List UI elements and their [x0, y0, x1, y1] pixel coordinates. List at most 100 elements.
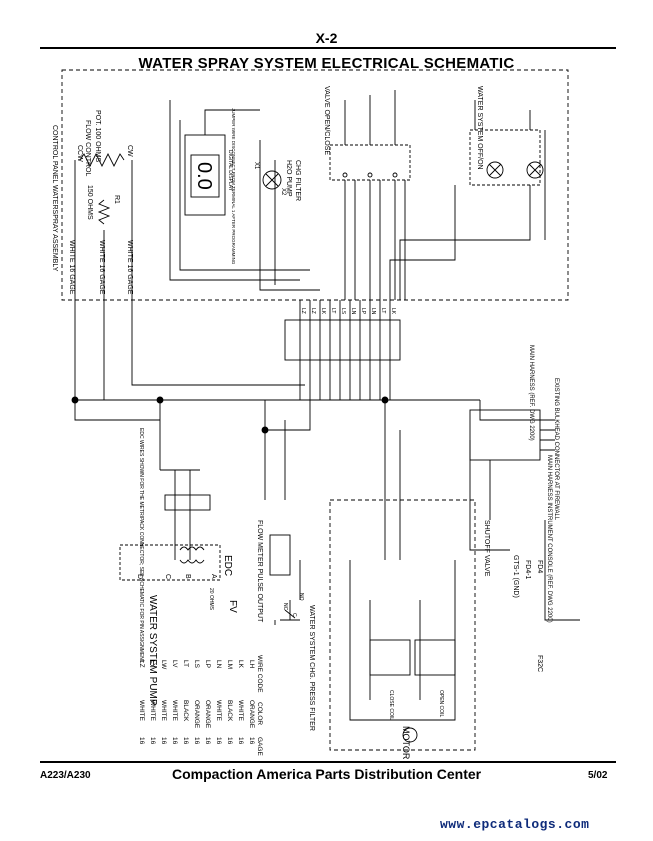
x1-label: X1	[253, 162, 259, 170]
wire-gage: 16	[160, 737, 167, 745]
open-coil-label: OPEN COIL	[438, 690, 444, 717]
flow-control-pot	[79, 152, 125, 168]
wire-gage: 16	[149, 737, 156, 745]
pump-connector	[164, 494, 211, 511]
page-title: WATER SPRAY SYSTEM ELECTRICAL SCHEMATIC	[138, 55, 515, 72]
control-panel-label: CONTROL PANEL WATERSPRAY ASSEMBLY	[51, 125, 58, 272]
motor-label: MOTOR	[401, 726, 411, 760]
jumper-note: JUMPER WIRE DISCONNECT FROM TERMINAL 1 A…	[231, 108, 236, 265]
wire-color: WHITE	[149, 700, 156, 722]
edc-label: EDC	[222, 555, 233, 576]
wire-code: LV	[171, 660, 178, 668]
wire-code: LY	[149, 660, 156, 668]
connector-code-label: LK	[320, 308, 326, 315]
connector-code-label: LP	[360, 308, 366, 315]
press-filter-switch	[274, 560, 301, 625]
wire-gage: 16	[193, 737, 200, 745]
x2-label: X2	[280, 188, 286, 196]
connector-block	[284, 319, 401, 361]
shutoff-valve-enclosure	[329, 499, 476, 751]
switch-nc: NC	[282, 603, 288, 611]
pot-ohms-label: POT. 100 OHMS	[94, 110, 101, 162]
wire-color: BLACK	[182, 700, 189, 722]
connector-code-label: LS	[340, 308, 346, 315]
pin-a: A	[210, 574, 217, 579]
wire-code: LS	[193, 660, 200, 669]
water-system-label: WATER SYSTEM OFF/ON	[476, 86, 483, 170]
bulkhead-wires	[469, 419, 555, 551]
connector-code-label: LT	[330, 308, 336, 313]
water-system-lamp-2	[526, 161, 544, 179]
motor-symbol	[402, 727, 418, 743]
connector-code-label: LN	[350, 308, 356, 315]
wire-color: WHITE	[171, 700, 178, 722]
footer-date: 5/02	[588, 770, 608, 781]
wire-gage: 16	[248, 737, 255, 745]
bulkhead-connector	[469, 409, 541, 461]
display-value: 0.0	[193, 162, 215, 190]
lamp-x	[488, 163, 502, 177]
chg-filter-label: CHG FILTER	[294, 160, 301, 201]
flow-meter-label: FLOW METER PULSE OUTPUT	[256, 520, 263, 623]
flow-meter-coil	[269, 534, 291, 576]
wire-color: WHITE	[138, 700, 145, 722]
display-wires	[169, 100, 320, 291]
wire-table-header-gage: GAGE	[256, 737, 263, 756]
wire-color: ORANGE	[193, 700, 200, 729]
page-number: X-2	[315, 30, 338, 46]
shutoff-valve-label: SHUTOFF VALVE	[483, 520, 490, 577]
resistor-r1	[97, 199, 111, 225]
pin-c: C	[164, 574, 171, 579]
lamp-x	[528, 163, 542, 177]
wire-code: LT	[182, 660, 189, 667]
water-system-lamp	[486, 161, 504, 179]
harness-bundle	[299, 300, 391, 400]
main-harness-label: MAIN HARNESS (REF. DWG 2200)	[528, 345, 534, 441]
bottom-rule	[40, 761, 616, 763]
pump-coil	[179, 546, 205, 564]
press-filter-label: WATER SYSTEM CHG. PRESS FILTER	[308, 605, 315, 731]
shutoff-relay-wires	[349, 400, 456, 721]
control-panel-enclosure	[61, 69, 569, 301]
wire-code: LN	[215, 660, 222, 669]
r1-ohms-label: 150 OHMS	[86, 185, 93, 220]
r1-label: R1	[113, 195, 120, 204]
switch-contact	[367, 172, 373, 178]
digital-display-window	[190, 154, 220, 198]
gnd-label: GTS-1 (GND)	[512, 555, 519, 598]
wire-color: ORANGE	[248, 700, 255, 729]
fv-label: FV	[227, 600, 238, 613]
water-system-wires	[389, 100, 546, 300]
pin-b: B	[184, 574, 191, 579]
cw-label: CW	[126, 145, 133, 157]
wire-color: WHITE	[237, 700, 244, 722]
flow-control-label: FLOW CONTROL	[84, 120, 91, 176]
wire-code: LM	[226, 660, 233, 669]
wire-color: WHITE	[160, 700, 167, 722]
wire-color: WHITE	[215, 700, 222, 722]
wire-gage: 16	[215, 737, 222, 745]
edc-pump-wires	[74, 400, 200, 560]
fd4-1-label: FD4-1	[524, 560, 531, 580]
pin-d: D	[136, 574, 143, 579]
water-system-pump-label: WATER SYSTEM PUMP	[147, 595, 158, 706]
wire-table-header-code: WIRE CODE	[256, 655, 263, 693]
digital-display-label: DIGITAL DISPLAY	[227, 150, 233, 192]
fd4-label: FD4	[536, 560, 543, 573]
connector-code-label: LK	[390, 308, 396, 315]
relay-close-coil	[414, 639, 456, 676]
white-gauge-2: WHITE 16 GAGE	[98, 240, 105, 295]
edc-note: EDC WIRES SHOWN FOR THE METRIPACK CONNEC…	[138, 428, 144, 663]
wire-gage: 16	[226, 737, 233, 745]
watermark: www.epcatalogs.com	[440, 817, 590, 832]
junction-dot	[261, 426, 269, 434]
wire-color: BLACK	[226, 700, 233, 722]
wire-gage: 16	[237, 737, 244, 745]
junction-dot	[156, 396, 164, 404]
connector-code-label: LZ	[300, 308, 306, 314]
connector-code-label: LT	[380, 308, 386, 313]
white-gauge-3: WHITE 16 GAGE	[126, 240, 133, 295]
relay-open-coil	[369, 639, 411, 676]
f32c-wire	[544, 520, 580, 621]
